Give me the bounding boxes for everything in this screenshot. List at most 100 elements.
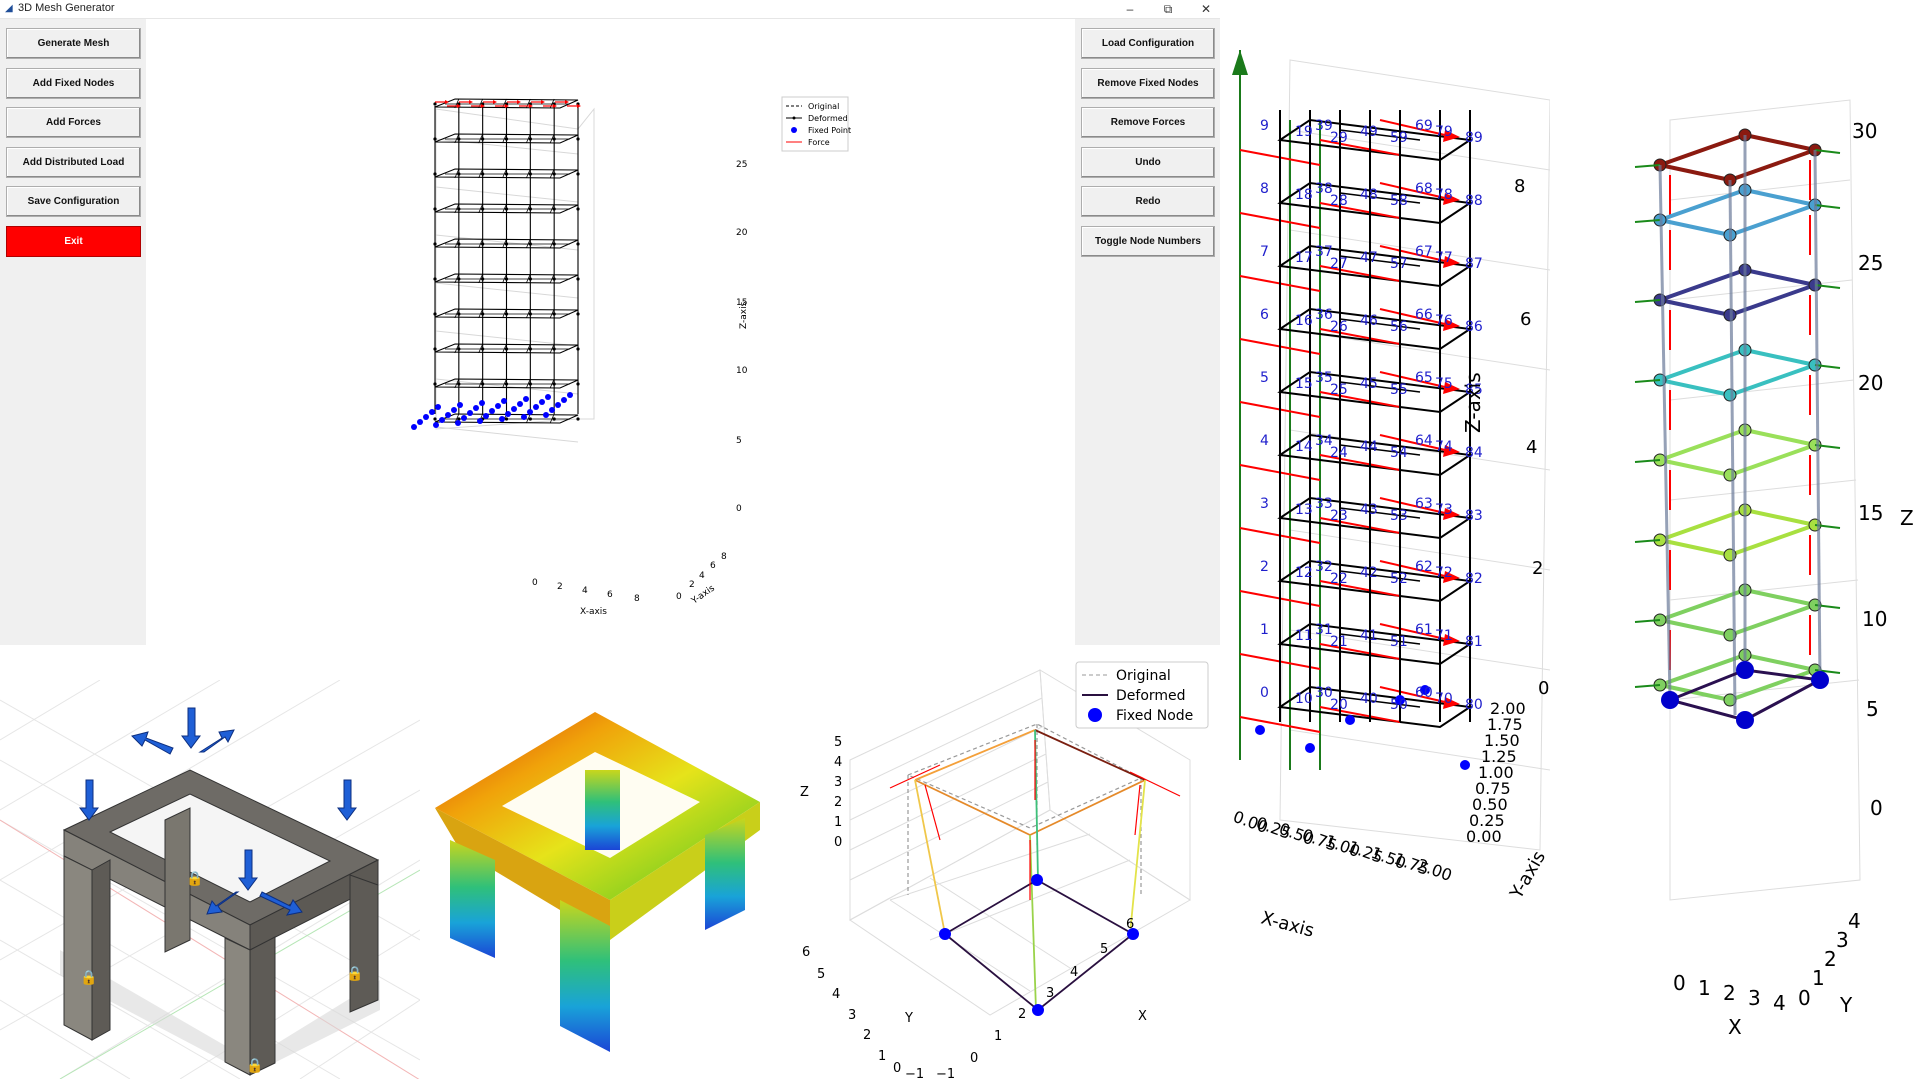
- tower-node-number: 17: [1295, 250, 1313, 266]
- tower-plot-panes: [1279, 59, 1550, 851]
- mesh-node: [433, 207, 437, 211]
- tower-force: [1319, 328, 1401, 345]
- tower-node-number: 13: [1295, 502, 1313, 518]
- mesh-cross-line: [549, 133, 555, 144]
- fixed-point: [479, 400, 485, 406]
- x-axis-label: X-axis: [580, 607, 607, 617]
- force-arrow-head: [565, 100, 569, 104]
- undo-button[interactable]: Undo: [1081, 147, 1215, 178]
- fixed-point: [489, 408, 495, 414]
- tower-y-tick: 0.25: [1469, 811, 1505, 830]
- tower-force: [1379, 560, 1446, 577]
- app-icon: ◢: [5, 3, 13, 14]
- remove-fixed-nodes-button[interactable]: Remove Fixed Nodes: [1081, 68, 1215, 99]
- close-button[interactable]: ✕: [1200, 2, 1212, 16]
- add-forces-button[interactable]: Add Forces: [6, 107, 141, 138]
- tower-node-number: 64: [1415, 433, 1433, 449]
- add-distributed-load-button[interactable]: Add Distributed Load: [6, 147, 141, 178]
- mesh-cross-line: [454, 238, 460, 249]
- mesh-node: [576, 347, 580, 351]
- mesh-node: [528, 417, 532, 421]
- table-y-tick: 1: [878, 1049, 886, 1064]
- table-x-tick: 1: [994, 1029, 1002, 1044]
- add-fixed-nodes-button[interactable]: Add Fixed Nodes: [6, 68, 141, 99]
- tower-node-number: 11: [1295, 628, 1313, 644]
- tower-fixed-node: [1305, 743, 1315, 753]
- legend-fixed-point: Fixed Point: [808, 126, 851, 135]
- mesh-cross-line: [454, 133, 460, 144]
- tower-x-axis-label: X-axis: [1259, 908, 1317, 942]
- tower-force-head: [1443, 697, 1460, 709]
- fixed-point: [533, 404, 539, 410]
- main-3d-plot[interactable]: 25 20 15 10 5 0 Z-axis 0 2 4 6 8 X-axis …: [146, 19, 1075, 645]
- fixed-point: [411, 424, 417, 430]
- tower-level-cross: [1339, 129, 1421, 141]
- column-green-arrow: [1634, 619, 1661, 623]
- column-vertical: [1658, 164, 1672, 701]
- column-z-tick: 15: [1858, 501, 1883, 525]
- mesh-node: [552, 382, 556, 386]
- fea-stress-render: [435, 712, 760, 1052]
- mesh-cross-line: [454, 273, 460, 284]
- mesh-cross-line: [454, 168, 460, 179]
- tower-node-number: 72: [1435, 565, 1453, 581]
- mesh-level: [433, 308, 580, 319]
- table-legend-deformed: Deformed: [1116, 688, 1186, 704]
- mesh-node: [552, 312, 556, 316]
- column-fixed-node: [1736, 711, 1754, 729]
- table-y-tick: 4: [832, 987, 840, 1002]
- tower-node-number: 50: [1390, 697, 1408, 713]
- tower-node-number: 16: [1295, 313, 1313, 329]
- load-configuration-button[interactable]: Load Configuration: [1081, 28, 1215, 59]
- fixed-point: [499, 416, 505, 422]
- tower-force-head: [1443, 571, 1460, 583]
- x-tick-8: 8: [634, 594, 640, 604]
- tower-node-number: 80: [1465, 697, 1483, 713]
- table-z-tick: 5: [834, 735, 842, 750]
- mesh-node: [457, 172, 461, 176]
- fixed-point: [467, 410, 473, 416]
- tower-fixed-node: [1395, 695, 1405, 705]
- tower-y-tick: 1.25: [1481, 747, 1517, 766]
- tower-node-number: 47: [1360, 250, 1378, 266]
- force-arrow-head: [457, 104, 461, 108]
- tower-node-number: 12: [1295, 565, 1313, 581]
- table-y-tick: 6: [802, 945, 810, 960]
- tower-force-head: [1443, 193, 1460, 205]
- fixed-point: [483, 413, 489, 419]
- legend-fixed-marker: [791, 127, 797, 133]
- column-vertical: [1728, 179, 1737, 716]
- mesh-level-ring: [434, 133, 579, 144]
- mesh-node: [504, 347, 509, 351]
- cad-lock-icons: 🔒 🔒 🔒 🔒: [80, 871, 363, 1074]
- mesh-node: [552, 172, 556, 176]
- generate-mesh-button[interactable]: Generate Mesh: [6, 28, 141, 59]
- fixed-point: [439, 417, 445, 423]
- redo-button[interactable]: Redo: [1081, 186, 1215, 217]
- tower-node-number: 34: [1315, 433, 1333, 449]
- tower-level-cross: [1339, 507, 1421, 519]
- tower-node-number: 56: [1390, 319, 1408, 335]
- save-configuration-button[interactable]: Save Configuration: [6, 186, 141, 217]
- fixed-point: [501, 398, 507, 404]
- mesh-node: [433, 347, 437, 351]
- exit-button[interactable]: Exit: [6, 226, 141, 257]
- column-green-arrow: [1634, 684, 1661, 688]
- restore-button[interactable]: ⧉: [1163, 2, 1173, 16]
- tower-force: [1319, 706, 1401, 723]
- tower-node-number: 68: [1415, 181, 1433, 197]
- fixed-point: [545, 394, 551, 400]
- column-z-tick: 10: [1862, 607, 1887, 631]
- mesh-node: [457, 137, 461, 141]
- main-plot-canvas[interactable]: 25 20 15 10 5 0 Z-axis 0 2 4 6 8 X-axis …: [146, 19, 1075, 645]
- mesh-node: [576, 172, 580, 176]
- tower-force-head: [1443, 445, 1460, 457]
- window-title: 3D Mesh Generator: [18, 2, 115, 14]
- minimize-button[interactable]: –: [1126, 2, 1134, 16]
- mesh-node: [457, 207, 461, 211]
- mesh-node: [552, 277, 556, 281]
- tower-node-number: 85: [1465, 382, 1483, 398]
- toggle-node-numbers-button[interactable]: Toggle Node Numbers: [1081, 226, 1215, 257]
- remove-forces-button[interactable]: Remove Forces: [1081, 107, 1215, 138]
- table-y-ticks: 6 5 4 3 2 1 0 −1: [802, 945, 924, 1079]
